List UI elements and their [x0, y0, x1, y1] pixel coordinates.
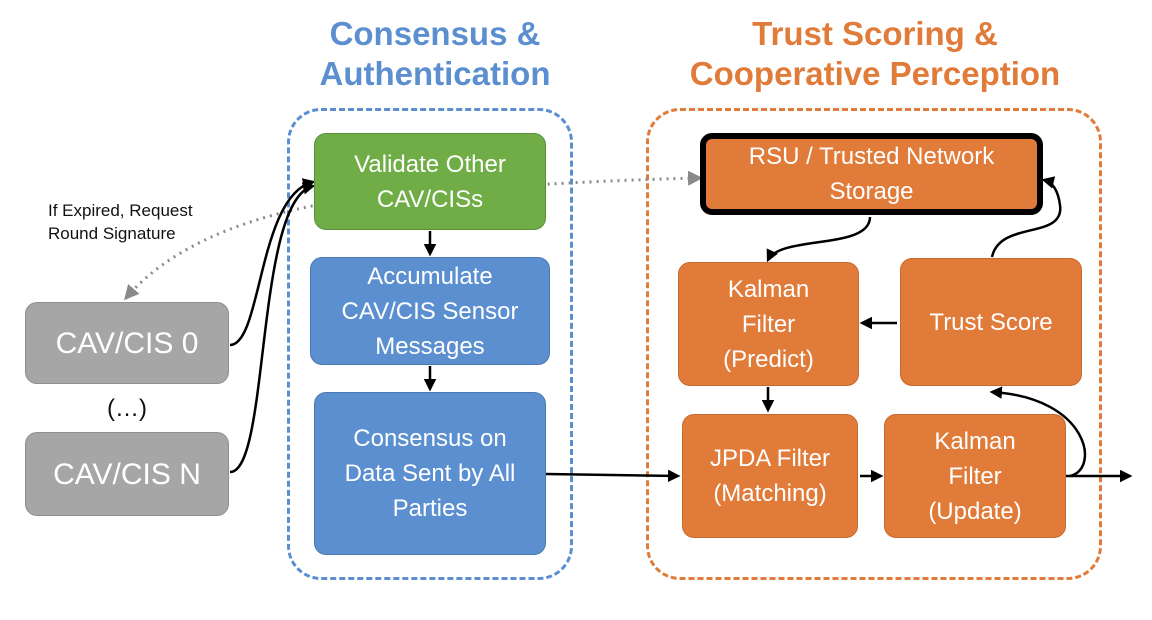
trust-to-rsu-arrow [990, 176, 1062, 258]
trust-scoring-group [646, 108, 1102, 580]
trust-scoring-title: Trust Scoring & Cooperative Perception [689, 15, 1061, 92]
dotted-request-arrow [124, 170, 703, 301]
validate-node: Validate Other CAV/CISs [314, 133, 546, 230]
update-to-trust-arrow [989, 386, 1087, 478]
accumulate-node: Accumulate CAV/CIS Sensor Messages [310, 257, 550, 365]
rsu-storage-node: RSU / Trusted Network Storage [700, 133, 1043, 215]
rsu-to-predict-arrow [766, 216, 872, 263]
consensus-auth-title: Consensus & Authentication [319, 15, 551, 92]
cav0-to-validate-arrow [229, 178, 316, 347]
cav-cis-0-node: CAV/CIS 0 [25, 302, 229, 384]
jpda-filter-node: JPDA Filter (Matching) [682, 414, 858, 538]
ellipsis-label: (…) [107, 395, 147, 422]
consensus-to-jpda-arrow [545, 469, 681, 483]
cav-cis-n-node: CAV/CIS N [25, 432, 229, 516]
consensus-data-node: Consensus on Data Sent by All Parties [314, 392, 546, 555]
consensus-auth-group [287, 108, 573, 580]
expired-request-label: If Expired, Request Round Signature [48, 201, 193, 243]
kalman-predict-node: Kalman Filter (Predict) [678, 262, 859, 386]
trust-score-node: Trust Score [900, 258, 1082, 386]
cavn-to-validate-arrow [229, 182, 316, 474]
kalman-update-node: Kalman Filter (Update) [884, 414, 1066, 538]
